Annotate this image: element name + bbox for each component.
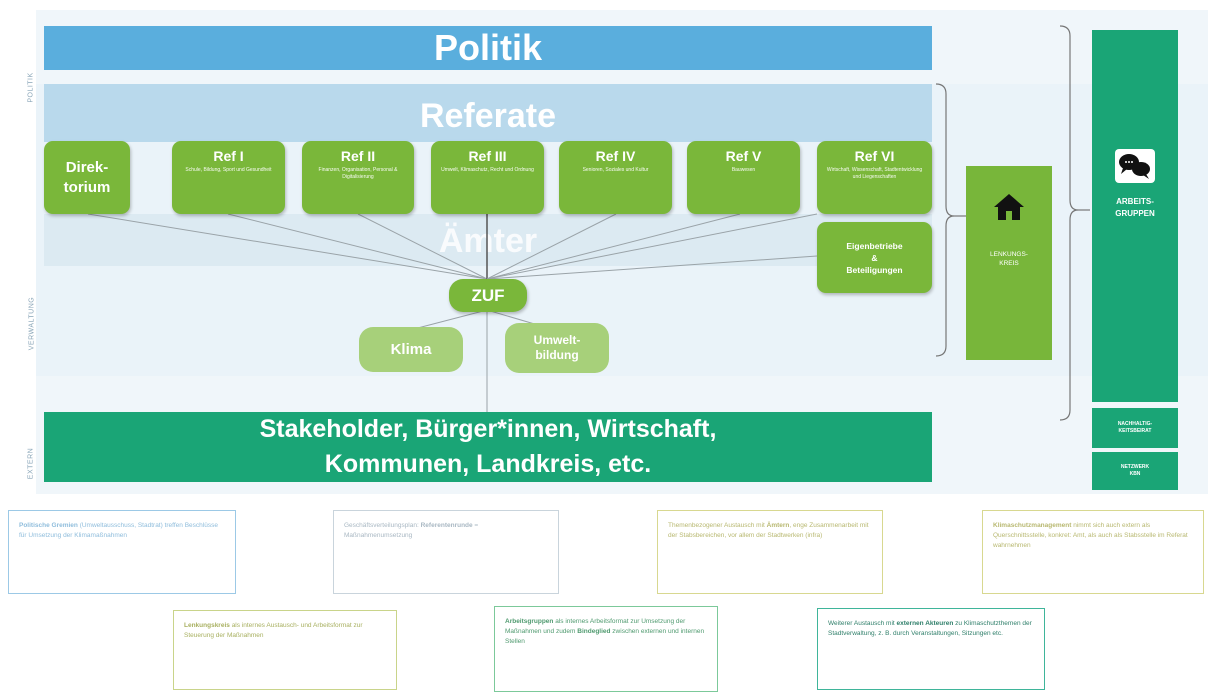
note-6-bold-2: Bindeglied (577, 628, 611, 635)
ref-iv-subtitle: Senioren, Soziales und Kultur (582, 167, 649, 173)
note-1-text: (Umweltausschuss, Stadtrat) treffen Besc… (19, 522, 218, 539)
note-klimaschutzmanagement: Klimaschutzmanagement nimmt sich auch ex… (982, 510, 1204, 594)
note-6-text-2: zwischen externen und internen Stellen (505, 628, 705, 645)
lenkungskreis-box[interactable]: LENKUNGS- KREIS (966, 166, 1052, 360)
ref-i-title: Ref I (213, 148, 244, 164)
ref-ii-title: Ref II (340, 148, 376, 164)
ref-vi[interactable]: Ref VI Wirtschaft, Wissenschaft, Stadten… (817, 141, 932, 214)
note-arbeitsgruppen: Arbeitsgruppen als internes Arbeitsforma… (494, 606, 718, 692)
note-6-bold: Arbeitsgruppen (505, 618, 554, 625)
stakeholder-bar: Stakeholder, Bürger*innen, Wirtschaft, K… (44, 412, 932, 482)
eigenbetriebe-label: Eigenbetriebe & Beteiligungen (846, 240, 903, 275)
lenkungskreis-label: LENKUNGS- KREIS (990, 251, 1028, 267)
note-5-bold: Lenkungskreis (184, 622, 230, 629)
eigenbetriebe-box[interactable]: Eigenbetriebe & Beteiligungen (817, 222, 932, 293)
house-icon (994, 194, 1024, 220)
ref-i-subtitle: Schule, Bildung, Sport und Gesundheit (185, 167, 272, 173)
ref-v-title: Ref V (725, 148, 762, 164)
zuf-node[interactable]: ZUF (449, 279, 527, 312)
ref-ii[interactable]: Ref II Finanzen, Organisation, Personal … (302, 141, 414, 214)
arbeitsgruppen-label: ARBEITS- GRUPPEN (1115, 197, 1155, 218)
aemter-title: Ämter (438, 222, 538, 260)
ref-iv-title: Ref IV (595, 148, 636, 164)
ref-direktorium[interactable]: Direk- torium (44, 141, 130, 214)
klima-node[interactable]: Klima (359, 327, 463, 372)
note-5-text: als internes Austausch- und Arbeitsforma… (184, 622, 363, 639)
ref-ii-subtitle: Finanzen, Organisation, Personal & Digit… (318, 167, 398, 180)
note-7-bold: externen Akteuren (896, 620, 954, 627)
ref-vi-title: Ref VI (854, 148, 895, 164)
politik-bar: Politik (44, 26, 932, 70)
note-externe-akteure: Weiterer Austausch mit externen Akteuren… (817, 608, 1045, 690)
chat-icon (1115, 149, 1155, 183)
ref-v-subtitle: Bauwesen (731, 167, 756, 173)
note-7-text-1: Weiterer Austausch mit (828, 620, 897, 627)
referate-band (44, 84, 932, 142)
ref-iv[interactable]: Ref IV Senioren, Soziales und Kultur (559, 141, 672, 214)
ref-iii-subtitle: Umwelt, Klimaschutz, Recht und Ordnung (441, 167, 534, 173)
ref-v[interactable]: Ref V Bauwesen (687, 141, 800, 214)
note-3-text-2: , enge Zusammenarbeit mit der Stabsberei… (668, 522, 869, 539)
stakeholder-line-2: Kommunen, Landkreis, etc. (324, 450, 652, 478)
arbeitsgruppen-box[interactable]: ARBEITS- GRUPPEN (1092, 30, 1178, 402)
netzwerk-box[interactable]: NETZWERK KBN (1092, 452, 1178, 490)
nachhaltigkeitsbeirat-box[interactable]: NACHHALTIG- KEITSBEIRAT (1092, 408, 1178, 448)
ref-i[interactable]: Ref I Schule, Bildung, Sport und Gesundh… (172, 141, 285, 214)
note-lenkungskreis: Lenkungskreis als internes Austausch- un… (173, 610, 397, 690)
note-2-text-1: Geschäftsverteilungsplan: (344, 522, 421, 529)
aemter-band (44, 214, 932, 266)
note-2-text-2: = Maßnahmenumsetzung (344, 522, 479, 539)
note-aemter: Themenbezogener Austausch mit Ämtern, en… (657, 510, 883, 594)
note-4-text: nimmt sich auch extern als Querschnittss… (993, 522, 1188, 549)
referate-title: Referate (419, 97, 557, 135)
note-7-text-2: zu Klimaschutzthemen der Stadtverwaltung… (828, 620, 1032, 637)
ref-direktorium-label: Direk- torium (63, 158, 111, 196)
ref-iii[interactable]: Ref III Umwelt, Klimaschutz, Recht und O… (431, 141, 544, 214)
ref-vi-subtitle: Wirtschaft, Wissenschaft, Stadtentwicklu… (826, 167, 923, 180)
umweltbildung-node[interactable]: Umwelt- bildung (505, 323, 609, 373)
note-3-text-1: Themenbezogener Austausch mit (668, 522, 767, 529)
stakeholder-line-1: Stakeholder, Bürger*innen, Wirtschaft, (259, 415, 717, 443)
note-referentenrunde: Geschäftsverteilungsplan: Referentenrund… (333, 510, 559, 594)
note-politische-gremien: Politische Gremien (Umweltausschuss, Sta… (8, 510, 236, 594)
note-2-bold: Referentenrunde (420, 522, 473, 529)
ref-iii-title: Ref III (468, 148, 507, 164)
note-6-text-1: als internes Arbeitsformat zur Umsetzung… (505, 618, 686, 635)
note-1-bold: Politische Gremien (19, 522, 78, 529)
note-4-bold: Klimaschutzmanagement (993, 522, 1072, 529)
note-3-bold: Ämtern (766, 522, 790, 529)
